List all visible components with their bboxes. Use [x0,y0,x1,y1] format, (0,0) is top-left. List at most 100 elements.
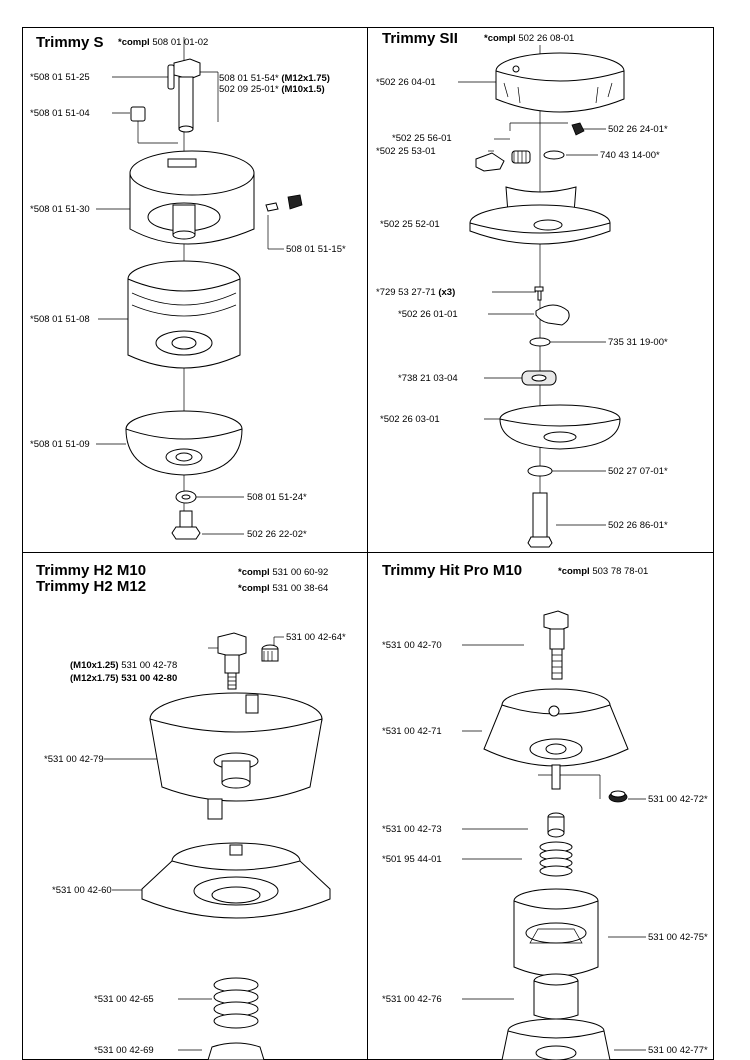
label-bolt-b-thread: (M10x1.5) [281,84,325,95]
label-spring-h2: *531 00 42-65 [94,994,154,1005]
label-housing-hp: *531 00 42-71 [382,726,442,737]
label-cover-sii: *502 26 03-01 [380,414,440,425]
label-spool-h2: *531 00 42-60 [52,885,112,896]
trimmy-sii-title: Trimmy SII [382,30,458,47]
label-clip: 508 01 51-15* [286,244,346,255]
trimmy-hit-pro-title: Trimmy Hit Pro M10 [382,562,523,579]
label-bolt-m10: (M10x1.25) 531 00 42-78 [70,660,177,671]
label-housing-sii: *502 26 04-01 [376,77,436,88]
clamp-part-sii [535,304,570,326]
label-circlip-sii: 735 31 19-00* [608,337,668,348]
label-cover-hp: 531 00 42-77* [648,1045,708,1056]
washer-part [175,490,197,504]
cover-part-sii [499,404,621,450]
label-cap-h2: 531 00 42-64* [286,632,346,643]
bolt-part-h2 [217,632,247,690]
label-nut-hp: *531 00 42-73 [382,824,442,835]
trimmy-h2-compl-2-number: 531 00 38-64 [272,583,329,594]
label-bolt-a-thread: (M12x1.75) [281,73,330,84]
label-bolt-hp: *531 00 42-70 [382,640,442,651]
parts-sheet: Trimmy S *compl 508 01 01-02 *508 01 51-… [22,27,714,1060]
label-washer: 508 01 51-24* [247,492,307,503]
spool-part [127,260,241,369]
label-button-hp: 531 00 42-72* [648,794,708,805]
trimmy-sii-compl: *compl 502 26 08-01 [484,33,574,44]
panel-trimmy-sii: Trimmy SII *compl 502 26 08-01 *502 26 0… [368,27,714,552]
label-bolt-sii: 502 26 86-01* [608,520,668,531]
label-bolt-b-number: 502 09 25-01* [219,84,279,95]
trimmy-sii-compl-number: 502 26 08-01 [518,33,575,44]
cap-part-sii [571,122,585,136]
trimmy-sii-drawing [458,45,625,548]
divider-horizontal [22,552,714,553]
bolt-part [173,58,201,133]
label-screw: 502 26 22-02* [247,529,307,540]
label-cap-sii: 502 26 24-01* [608,124,668,135]
label-bolt-m12: (M12x1.75) 531 00 42-80 [70,673,177,684]
trimmy-h2-title-2: Trimmy H2 M12 [36,578,147,595]
cover-part-hp [501,1018,611,1060]
label-washer-sii: 502 27 07-01* [608,466,668,477]
label-bolt-a: 508 01 51-54* (M12x1.75) [219,73,330,84]
cap-part-h2 [261,644,279,662]
housing-part-h2 [149,692,323,820]
housing-part-hp [483,688,629,790]
knob-part-h2 [207,1042,265,1060]
trimmy-s-compl-prefix: *compl [118,37,150,48]
screw-part [171,510,201,540]
label-spool-hp: 531 00 42-75* [648,932,708,943]
label-clamp-sii: *502 26 01-01 [398,309,458,320]
trimmy-hit-pro-compl: *compl 503 78 78-01 [558,566,648,577]
bolt-part-sii [527,492,553,548]
label-bolt-a-number: 508 01 51-54* [219,73,279,84]
housing-part [129,150,255,245]
label-housing-h2: *531 00 42-79 [44,754,104,765]
trimmy-s-drawing [96,37,303,540]
washer-part-sii [527,465,553,477]
hub-part-hp [533,973,579,1020]
label-knob-h2: *531 00 42-69 [94,1045,154,1056]
label-bolt-m12-number: 531 00 42-80 [121,673,178,684]
panel-trimmy-hit-pro: Trimmy Hit Pro M10 *compl 503 78 78-01 *… [368,553,714,1060]
pin-part [167,64,175,90]
trimmy-hit-pro-leaders [462,644,646,1051]
trimmy-sii-compl-prefix: *compl [484,33,516,44]
trimmy-h2-compl-2-prefix: *compl [238,583,270,594]
trimmy-h2-compl-1-prefix: *compl [238,567,270,578]
cover-part [125,410,243,476]
label-bolt-b: 502 09 25-01* (M10x1.5) [219,84,325,95]
screw-part-sii [534,286,544,301]
trimmy-h2-drawing [104,632,331,1060]
trimmy-h2-title-1: Trimmy H2 M10 [36,562,147,579]
bolt-part-hp [543,610,569,680]
label-spool-sii: *502 25 52-01 [380,219,440,230]
label-spring-hp: *501 95 44-01 [382,854,442,865]
spring-part-hp [539,841,573,877]
label-bolt-m12-thread: (M12x1.75) [70,673,119,684]
divider-vertical [367,27,368,1060]
clip-part [265,194,303,212]
label-bolt-m10-thread: (M10x1.25) [70,660,119,671]
label-screw-sii-qty: (x3) [438,287,456,298]
trimmy-s-compl: *compl 508 01 01-02 [118,37,208,48]
label-spool: *508 01 51-08 [30,314,90,325]
spring-part-h2 [213,977,259,1029]
oring-part-sii [543,150,565,160]
nut-part-hp [547,812,565,838]
trimmy-h2-compl-1: *compl 531 00 60-92 [238,567,328,578]
trimmy-h2-compl-1-number: 531 00 60-92 [272,567,329,578]
label-spring-sii: *502 25 56-01 [392,133,452,144]
label-housing: *508 01 51-30 [30,204,90,215]
spring-part-sii [511,150,531,164]
label-screw-sii-number: *729 53 27-71 [376,287,436,298]
trimmy-hit-pro-drawing [462,610,646,1060]
spool-part-hp [513,888,599,977]
label-cover: *508 01 51-09 [30,439,90,450]
trimmy-hit-pro-compl-number: 503 78 78-01 [592,566,649,577]
panel-trimmy-s: Trimmy S *compl 508 01 01-02 *508 01 51-… [22,27,367,552]
panel-trimmy-h2: Trimmy H2 M10 Trimmy H2 M12 *compl 531 0… [22,553,367,1060]
trimmy-s-title: Trimmy S [36,34,104,51]
nut-part [130,106,146,122]
label-pin: *508 01 51-25 [30,72,90,83]
button-part-hp [608,790,628,803]
